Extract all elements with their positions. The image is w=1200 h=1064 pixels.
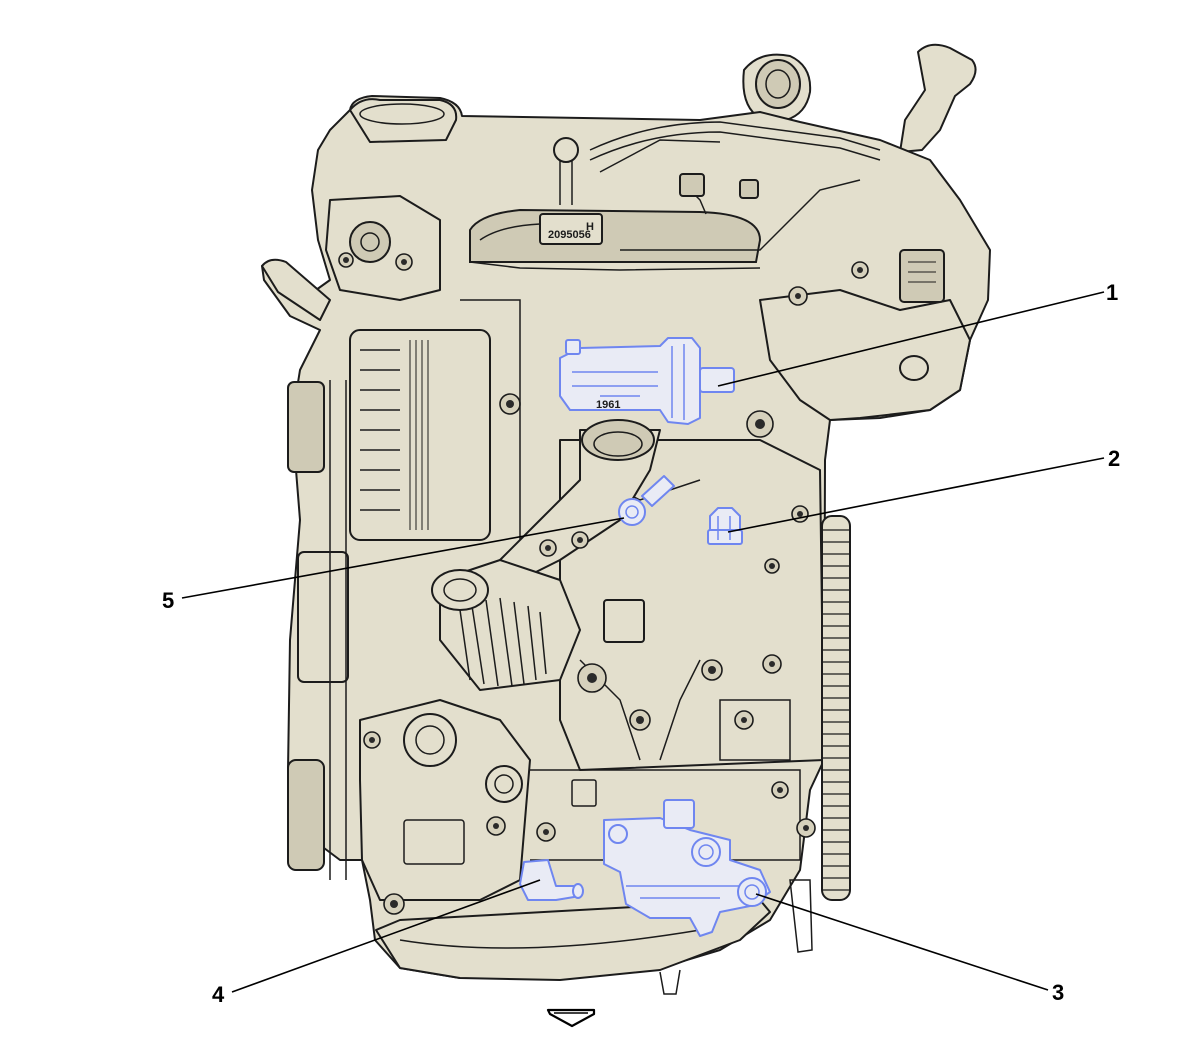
engine-plate-letter: H (586, 221, 594, 233)
callout-number-1: 1 (1106, 280, 1118, 305)
leader-line-3 (755, 893, 1049, 991)
callout-number-3: 3 (1052, 980, 1064, 1005)
component-2-sensor (707, 507, 743, 545)
component-1-module: 1961 (559, 337, 735, 425)
engine-plate-code: 2095056 (548, 229, 591, 241)
leader-line-5 (181, 517, 625, 599)
flywheel-gear (821, 515, 851, 901)
leader-line-1 (717, 291, 1105, 387)
module-1-label: 1961 (596, 399, 620, 411)
component-4-sensor (519, 859, 584, 901)
callout-number-2: 2 (1108, 446, 1120, 471)
component-3-module (603, 799, 771, 937)
alternator-fins (360, 340, 429, 530)
callout-number-4: 4 (212, 982, 225, 1007)
callout-leaders (181, 291, 1105, 993)
component-5-sensor (618, 475, 675, 526)
down-arrow-icon (546, 1008, 596, 1028)
leader-line-2 (727, 457, 1105, 533)
callout-number-5: 5 (162, 588, 174, 613)
callout-numbers: 1 2 3 4 5 (162, 280, 1120, 1007)
housing-fins (459, 597, 547, 687)
engine-assembly: H 2095056 (261, 43, 991, 995)
leader-line-4 (231, 879, 541, 993)
